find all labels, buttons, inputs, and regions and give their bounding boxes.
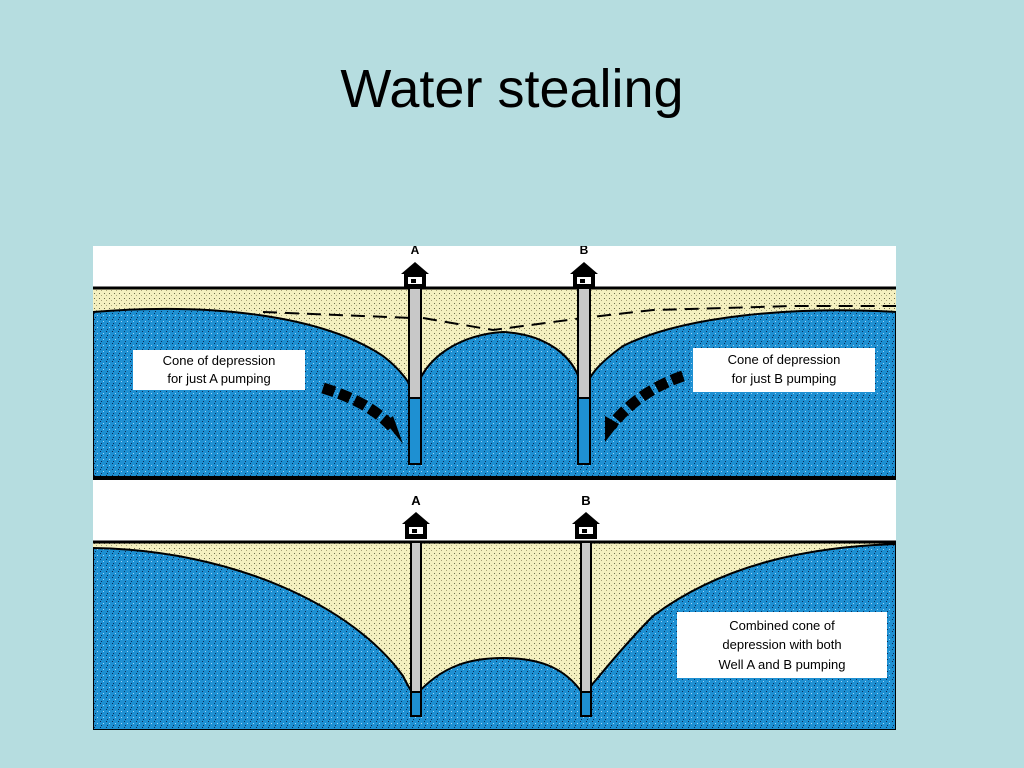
bottom-panel: A B Combined cone of depression with bot… — [93, 480, 896, 730]
callout-right: Cone of depression for just B pumping — [693, 348, 875, 392]
svg-text:for just A pumping: for just A pumping — [167, 371, 270, 386]
svg-text:for just B pumping: for just B pumping — [732, 371, 837, 386]
svg-text:depression with both: depression with both — [722, 637, 841, 652]
well-a-label-bottom: A — [411, 493, 421, 508]
arrow-left — [321, 382, 403, 444]
svg-text:Combined cone of: Combined cone of — [729, 618, 835, 633]
top-water — [93, 307, 896, 479]
svg-text:Cone of depression: Cone of depression — [728, 352, 841, 367]
well-a-top: A — [401, 246, 429, 465]
top-panel: A B Cone of depression for just A pumpin… — [93, 246, 896, 480]
well-b-label-bottom: B — [581, 493, 590, 508]
well-b-label-top: B — [580, 246, 589, 257]
svg-text:Well A and B pumping: Well A and B pumping — [719, 657, 846, 672]
top-sky — [93, 246, 896, 288]
svg-text:Cone of depression: Cone of depression — [163, 353, 276, 368]
aquifer-diagram: A B Cone of depression for just A pumpin… — [93, 246, 896, 730]
well-a-label-top: A — [411, 246, 420, 257]
original-water-table — [262, 305, 896, 332]
well-a-bottom: A — [402, 493, 430, 717]
well-b-top: B — [570, 246, 598, 465]
arrow-right — [605, 370, 685, 442]
callout-left: Cone of depression for just A pumping — [133, 350, 305, 390]
well-b-bottom: B — [572, 493, 600, 717]
bottom-water — [93, 542, 896, 730]
callout-combined: Combined cone of depression with both We… — [677, 612, 887, 678]
slide-title: Water stealing — [340, 59, 684, 119]
bottom-sky — [93, 480, 896, 542]
